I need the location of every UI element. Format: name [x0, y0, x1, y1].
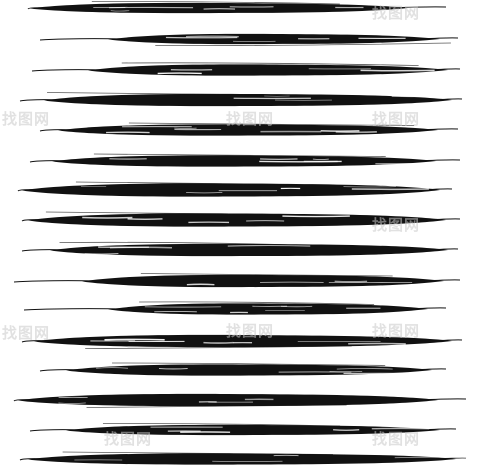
brush-stroke-tail: [31, 69, 109, 72]
brush-stroke-tail: [415, 159, 461, 162]
brush-stroke-tail: [431, 98, 463, 101]
brush-stroke-tail: [29, 160, 73, 163]
brush-stroke-tail: [21, 219, 49, 222]
brush-stroke-tail: [19, 458, 49, 461]
brush-stroke-tail: [407, 307, 447, 310]
brush-stroke-tail: [425, 218, 461, 221]
ink-wisp: [85, 345, 352, 349]
brush-stroke-tail: [39, 129, 79, 132]
brush-stroke: [52, 155, 436, 167]
brush-stroke-tail: [417, 398, 467, 401]
brush-stroke: [30, 2, 408, 14]
brush-stroke: [58, 124, 438, 136]
brush-stroke-tail: [419, 37, 459, 40]
brush-stroke: [82, 274, 444, 288]
brush-stroke-tail: [23, 308, 129, 311]
brush-stroke-tail: [39, 369, 87, 372]
ink-wisp: [139, 301, 375, 305]
brush-stroke: [88, 64, 448, 76]
ink-wisp: [59, 241, 295, 246]
brush-stroke-tail: [423, 279, 461, 282]
ink-wisp: [102, 423, 341, 427]
ink-wisp: [47, 92, 281, 96]
ink-wisp: [155, 42, 451, 46]
brush-stroke: [22, 183, 440, 197]
brush-stroke: [34, 334, 452, 348]
brush-stroke-tail: [419, 428, 457, 431]
ink-wisp: [93, 153, 386, 157]
brush-stroke: [28, 213, 446, 227]
brush-stroke-tail: [21, 249, 71, 252]
brush-stroke: [44, 93, 452, 107]
brush-stroke: [18, 393, 438, 407]
ink-wisp: [140, 273, 393, 277]
ink-wisp: [121, 62, 419, 66]
ink-wisp: [45, 211, 284, 215]
ink-wisp: [128, 122, 415, 126]
brush-stroke-tail: [17, 189, 43, 192]
ink-wisp: [112, 362, 386, 366]
brush-stroke-tail: [27, 7, 51, 10]
brush-stroke-tail: [431, 339, 463, 342]
brush-stroke-group: [13, 1, 467, 465]
brush-stroke: [108, 33, 440, 45]
ink-wisp: [62, 451, 333, 455]
brush-stroke: [66, 364, 432, 376]
brush-stroke-tail: [39, 38, 129, 41]
brush-stroke: [108, 303, 428, 315]
brush-stroke: [28, 453, 456, 465]
brush-stroke-tail: [417, 128, 459, 131]
ink-wisp: [75, 181, 297, 185]
brush-stroke-tail: [13, 280, 103, 283]
brush-stroke-tail: [387, 6, 447, 9]
brush-stroke-tail: [13, 399, 39, 402]
brush-stroke-tail: [411, 368, 447, 371]
brush-stroke-tail: [427, 248, 459, 251]
brush-stroke-tail: [21, 340, 55, 343]
brush-stroke-tail: [19, 99, 65, 102]
brush-stroke: [66, 424, 440, 436]
brush-stroke-tail: [29, 429, 87, 432]
ink-wisp: [91, 1, 340, 5]
ink-wisp: [86, 404, 347, 408]
